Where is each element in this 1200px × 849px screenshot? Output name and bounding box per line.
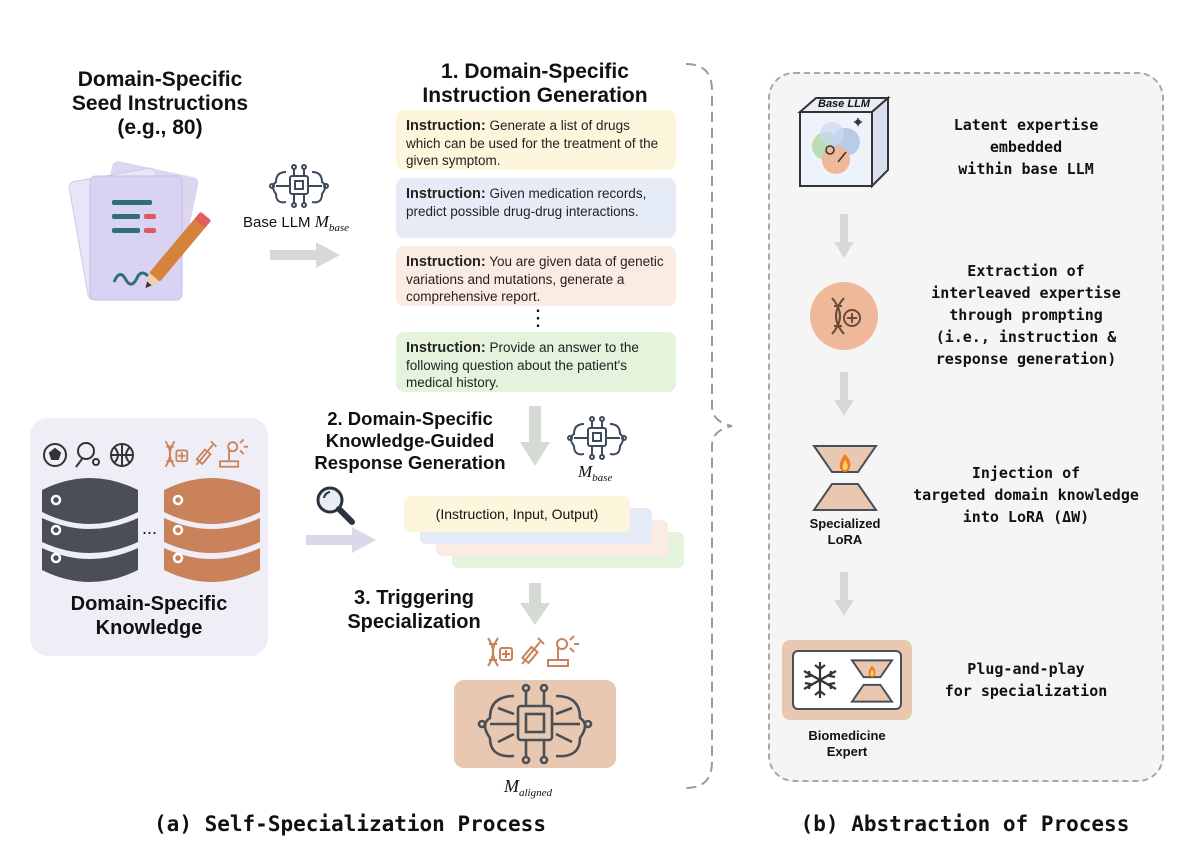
expert-label: Biomedicine Expert bbox=[808, 728, 886, 759]
curly-brace bbox=[685, 63, 733, 789]
dna-extraction-icon bbox=[810, 282, 878, 350]
knowledge-title: Domain-Specific Knowledge bbox=[70, 593, 228, 639]
instruction-card: Instruction: Generate a list of drugs wh… bbox=[396, 110, 676, 170]
abstraction-item-3: Injection of targeted domain knowledge i… bbox=[913, 464, 1139, 526]
arrow-down bbox=[834, 372, 854, 416]
sports-icons bbox=[43, 442, 134, 468]
database-ellipsis: ... bbox=[142, 518, 158, 538]
vertical-ellipsis: ⋮ bbox=[527, 305, 549, 330]
caption-b: (b) Abstraction of Process bbox=[800, 812, 1130, 836]
triple-card: (Instruction, Input, Output) bbox=[404, 496, 630, 532]
caption-a: (a) Self-Specialization Process bbox=[154, 812, 546, 836]
magnifier-icon bbox=[316, 486, 355, 525]
arrow-down bbox=[834, 214, 854, 258]
aligned-model-box bbox=[454, 680, 616, 768]
abstraction-item-2: Extraction of interleaved expertise thro… bbox=[931, 262, 1121, 368]
m-base-chip-icon bbox=[567, 416, 627, 460]
lora-hourglass-icon bbox=[812, 445, 878, 511]
step2-title: 2. Domain-Specific Knowledge-Guided Resp… bbox=[314, 408, 506, 473]
document-pencil-icon bbox=[68, 161, 211, 301]
abstraction-item-4: Plug-and-play for specialization bbox=[944, 660, 1108, 700]
database-biomedicine-icon bbox=[164, 478, 260, 582]
instruction-card: Instruction: Given medication records, p… bbox=[396, 178, 676, 238]
arrow-down bbox=[834, 572, 854, 616]
step1-title: 1. Domain-Specific Instruction Generatio… bbox=[422, 60, 648, 107]
instruction-card: Instruction: You are given data of genet… bbox=[396, 246, 676, 306]
m-base-label: Mbase bbox=[578, 462, 613, 485]
biomedicine-icons bbox=[487, 635, 579, 667]
cube-label: Base LLM bbox=[818, 98, 870, 110]
base-llm-label: Base LLM Mbase bbox=[243, 212, 350, 234]
arrow-right bbox=[270, 242, 340, 268]
arrow-right bbox=[306, 527, 376, 553]
abstraction-item-1: Latent expertise embedded within base LL… bbox=[953, 116, 1099, 178]
instruction-card: Instruction: Provide an answer to the fo… bbox=[396, 332, 676, 392]
lora-label: Specialized LoRA bbox=[809, 516, 881, 547]
database-general-icon bbox=[42, 478, 138, 582]
arrow-down bbox=[520, 583, 550, 625]
step3-title: 3. Triggering Specialization bbox=[347, 587, 481, 633]
m-aligned-label: Maligned bbox=[504, 776, 552, 800]
biomedicine-icons bbox=[164, 438, 249, 468]
aligned-brain-chip-icon bbox=[477, 683, 593, 765]
lora-hourglass-small-icon bbox=[850, 659, 894, 703]
arrow-down bbox=[520, 406, 550, 466]
base-llm-cube-icon bbox=[797, 95, 891, 189]
seed-instructions-title: Domain-Specific Seed Instructions (e.g.,… bbox=[71, 68, 249, 139]
snowflake-icon bbox=[803, 662, 837, 698]
base-llm-chip-icon bbox=[269, 164, 329, 208]
